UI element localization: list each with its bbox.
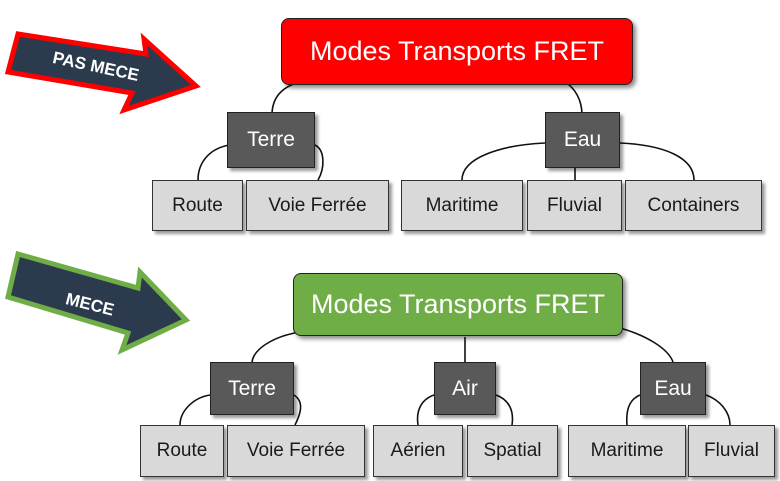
bottom-root-node: Modes Transports FRET [293,273,623,336]
bottom-leaf-aerien: Aérien [373,425,463,477]
connector-top-terre-route [197,144,231,181]
bottom-leaf-route: Route [140,425,224,477]
connector-top-eau-maritime [461,142,546,181]
connector-bottom-root-terre [251,331,301,363]
mece-arrow: MECE [5,250,191,355]
connector-top-root-terre [271,81,301,116]
connector-bottom-terre-voie [293,394,302,426]
top-leaf-route: Route [152,180,243,231]
top-node-terre: Terre [227,112,315,168]
top-leaf-maritime: Maritime [401,180,523,231]
top-node-eau: Eau [545,112,620,168]
connector-top-root-eau [564,81,583,116]
connector-bottom-terre-route [179,394,211,426]
bottom-node-air: Air [434,362,496,415]
connector-bottom-root-eau [619,327,674,363]
pas-mece-arrow: PAS MECE [4,31,201,114]
bottom-leaf-voie-ferree: Voie Ferrée [227,425,365,477]
connector-bottom-eau-maritime [625,394,641,426]
connector-bottom-air-aerien [416,394,435,426]
connector-top-terre-voie [314,144,324,181]
bottom-node-terre: Terre [210,362,294,415]
connector-bottom-air-spatial [495,394,514,426]
bottom-leaf-fluvial: Fluvial [688,425,775,477]
top-leaf-containers: Containers [625,180,762,231]
bottom-leaf-spatial: Spatial [467,425,558,477]
bottom-leaf-maritime: Maritime [568,425,686,477]
connector-bottom-eau-fluvial [705,394,731,426]
top-root-node: Modes Transports FRET [281,18,633,85]
top-leaf-voie-ferree: Voie Ferrée [246,180,389,231]
top-leaf-fluvial: Fluvial [527,180,622,231]
connector-top-eau-containers [619,142,695,181]
bottom-node-eau: Eau [640,362,706,415]
